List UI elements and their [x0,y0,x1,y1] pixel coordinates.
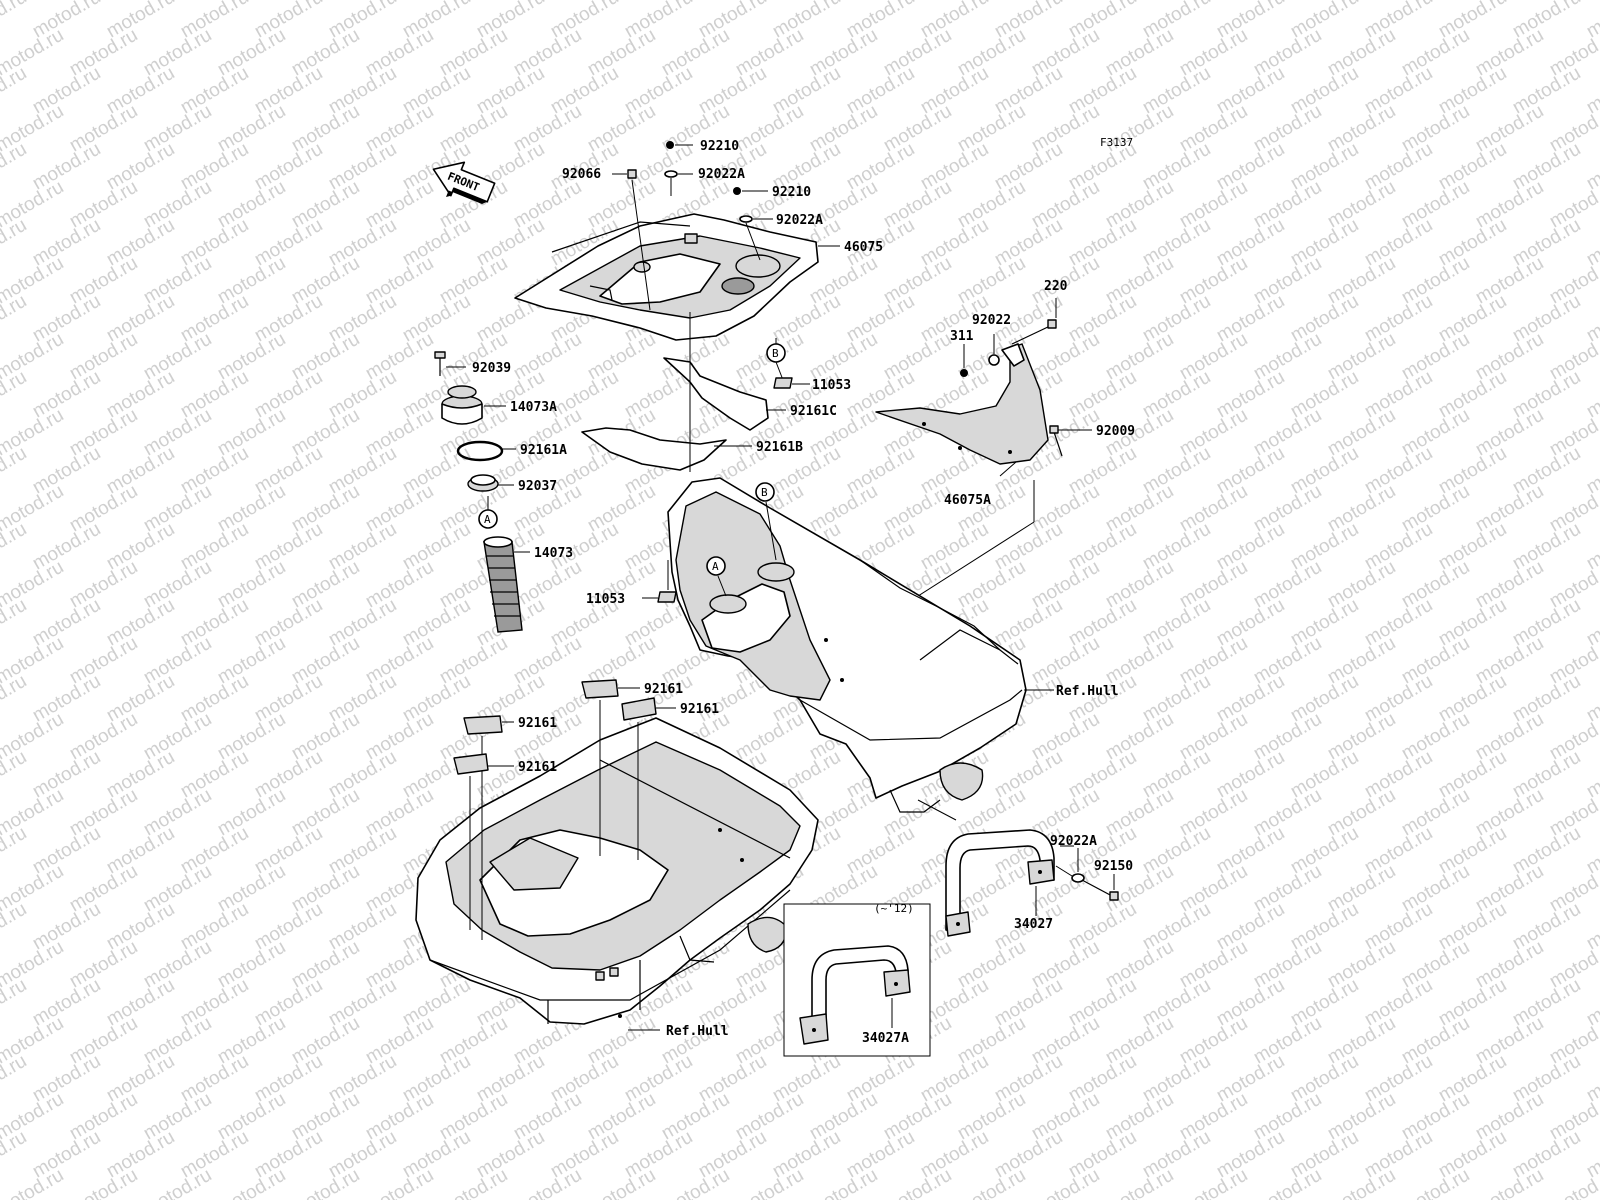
callout-92210-top: 92210 [700,139,739,154]
callout-92150: 92150 [1094,859,1133,874]
pad-92161-left-lower [453,753,514,930]
callout-92161A: 92161A [520,443,567,458]
clip-11053-upper [773,377,810,389]
callout-92161B: 92161B [756,440,803,455]
callout-ref-hull-upper: Ref.Hull [1056,684,1119,699]
callout-92161-left-upper: 92161 [518,716,557,731]
callout-92022: 92022 [972,313,1011,328]
hose-fitting-14073A [441,385,506,425]
svg-text:B: B [761,486,768,499]
upper-hull-deck [667,477,1027,813]
bolt-92210-right [733,187,768,195]
callout-92022A-top: 92022A [698,167,745,182]
front-arrow-icon: FRONT [432,161,496,204]
storage-cover-46075 [514,213,819,341]
gasket-92161B [581,427,752,471]
grab-handle-34027 [917,799,1055,937]
svg-text:A: A [712,560,719,573]
pad-92161-left-upper [463,715,514,940]
callout-46075: 46075 [844,240,883,255]
svg-text:A: A [484,513,491,526]
screw-92066 [612,169,651,311]
figure-code: F3137 [1100,136,1133,149]
reference-mark-b-upper: B [766,338,786,381]
handle-cover-46075A [875,343,1049,477]
callout-92161-left-lower: 92161 [518,760,557,775]
bolt-220 [1011,298,1057,345]
reference-mark-a-left: A [478,496,498,529]
screw-92009 [1049,425,1092,457]
callout-14073A: 14073A [510,400,557,415]
lower-hull [415,717,819,1025]
svg-text:B: B [772,347,779,360]
callout-92161C: 92161C [790,404,837,419]
nut-311 [960,344,968,377]
reference-mark-a-deck: A [706,556,727,597]
callout-14073: 14073 [534,546,573,561]
callout-92022A-handle: 92022A [1050,834,1097,849]
washer-92022-right [988,334,1000,366]
pad-92161-mid [621,697,676,860]
bolt-92039 [434,351,466,376]
callout-92039: 92039 [472,361,511,376]
callout-92037: 92037 [518,479,557,494]
callout-220: 220 [1044,279,1068,294]
bolt-92150 [1081,874,1119,901]
inset-note: (~'12) [874,902,914,915]
callout-46075A: 46075A [944,493,991,508]
callout-92161-mid: 92161 [680,702,719,717]
callout-92066: 92066 [562,167,601,182]
callout-92009: 92009 [1096,424,1135,439]
callout-92161-top: 92161 [644,682,683,697]
clamp-92037 [467,474,514,492]
reference-mark-b-deck: B [755,482,777,561]
gasket-92161C [663,357,786,431]
filler-hose-14073 [483,536,530,633]
callout-11053-lower: 11053 [586,592,625,607]
washer-92022A-right [739,215,773,261]
callout-311: 311 [950,329,974,344]
inset-box-34027A [783,903,931,1057]
clip-11053-lower [642,560,677,603]
pad-92161-top [581,679,640,856]
callout-ref-hull-lower: Ref.Hull [666,1024,729,1039]
callout-92210-right: 92210 [772,185,811,200]
callout-labels: 92210 92066 92022A 92210 92022A 46075 22… [472,139,1135,1046]
callout-34027A: 34027A [862,1031,909,1046]
callout-34027: 34027 [1014,917,1053,932]
callout-11053-upper: 11053 [812,378,851,393]
washer-92022A-handle [1055,848,1085,883]
washer-92022A-top [664,170,693,196]
o-ring-92161A [456,440,516,462]
bolt-92210-top [666,141,693,149]
callout-92022A-right: 92022A [776,213,823,228]
